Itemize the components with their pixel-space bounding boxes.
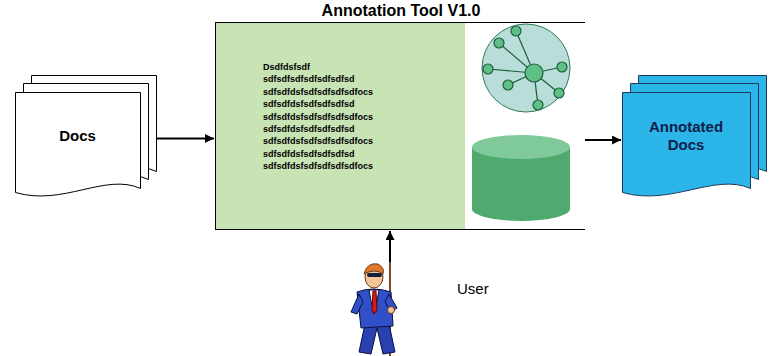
- side-panel: [465, 23, 585, 229]
- document-stack: Docs: [15, 75, 157, 202]
- database-cylinder: [472, 135, 570, 221]
- text-slot: Annotation Tool V1.0: [196, 1, 606, 21]
- text-body: Dsdfdsfsdf sdfsdfsdfsdfsdfsdfsd sdfsdfds…: [263, 61, 373, 173]
- text-slot: Docs: [15, 92, 140, 180]
- document-stack: Annotated Docs: [622, 75, 772, 205]
- tool-title: Annotation Tool V1.0: [322, 1, 481, 21]
- flow-arrow: [157, 138, 214, 140]
- graph-icon: [482, 24, 570, 112]
- text-slot: User: [457, 280, 489, 298]
- tool-box: Annotation Tool V1.0Dsdfdsfsdf sdfsdfsdf…: [215, 22, 585, 230]
- text-slot: Annotated Docs: [622, 92, 750, 180]
- node-label: Annotated Docs: [638, 118, 734, 154]
- flow-arrow: [585, 139, 621, 141]
- user-figure: [345, 262, 445, 356]
- flow-arrow: [389, 231, 391, 262]
- user-actor: User: [345, 262, 505, 356]
- actor-label: User: [457, 280, 489, 298]
- text-slot: Dsdfdsfsdf sdfsdfsdfsdfsdfsdfsd sdfsdfds…: [263, 61, 373, 173]
- node-label: Docs: [59, 127, 96, 145]
